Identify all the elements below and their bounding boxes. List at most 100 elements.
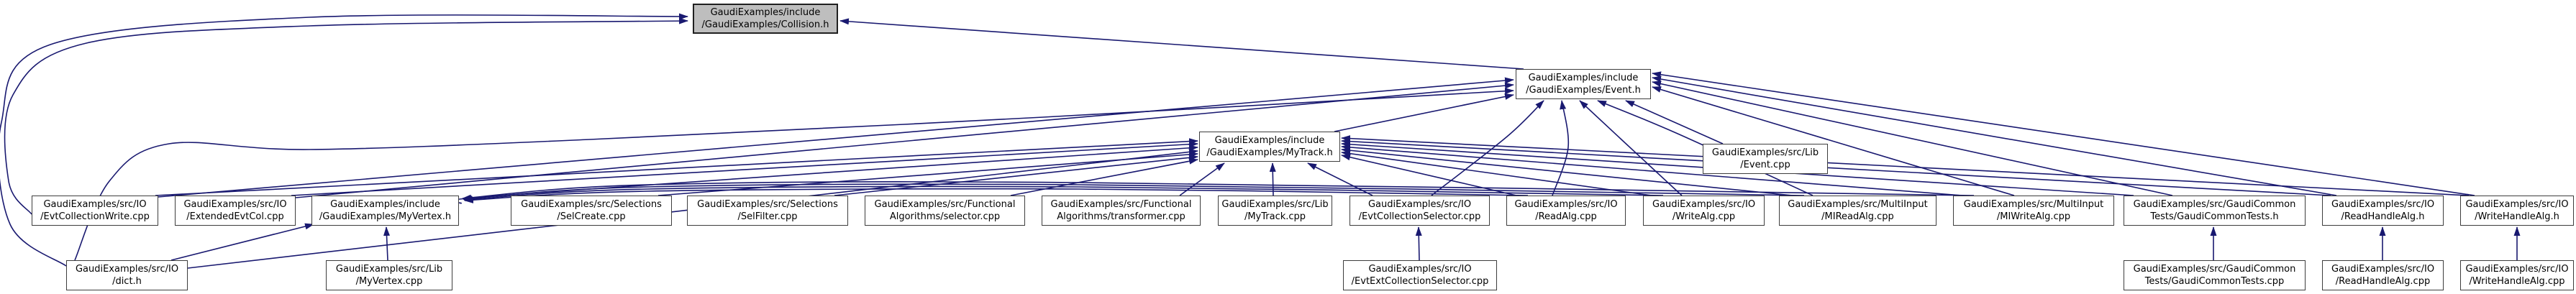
node-label-line2: /WriteHandleAlg.cpp bbox=[2469, 276, 2565, 287]
node-label-line2: /ExtendedEvtCol.cpp bbox=[186, 211, 284, 222]
node-label-line1: GaudiExamples/include bbox=[1528, 73, 1639, 83]
edge-selcreate-cpp-to-mytrack-h bbox=[657, 151, 1198, 196]
node-label-line1: GaudiExamples/src/Functional bbox=[1050, 199, 1192, 210]
node-label-line1: GaudiExamples/src/IO bbox=[43, 199, 147, 210]
node-label-line1: GaudiExamples/src/IO bbox=[1367, 199, 1472, 210]
node-label-line2: /MyVertex.cpp bbox=[355, 276, 423, 287]
edge-selector-cpp-to-mytrack-h bbox=[1010, 157, 1198, 196]
node-label-line1: GaudiExamples/src/IO bbox=[75, 264, 179, 275]
edge-event-h-to-collision-h bbox=[839, 18, 1524, 70]
node-evtcollectionwrite-cpp[interactable]: GaudiExamples/src/IO/EvtCollectionWrite.… bbox=[32, 196, 158, 226]
node-event-cpp[interactable]: GaudiExamples/src/Lib/Event.cpp bbox=[1703, 144, 1828, 174]
edge-gaudicommontests-h-to-event-h bbox=[1652, 81, 2173, 196]
node-label-line1: GaudiExamples/src/IO bbox=[2465, 264, 2569, 275]
node-label-line1: GaudiExamples/src/Lib bbox=[1711, 147, 1819, 158]
node-label-line1: GaudiExamples/src/IO bbox=[2465, 199, 2569, 210]
edge-writealg-cpp-to-event-h bbox=[1579, 100, 1683, 196]
node-label-line1: GaudiExamples/src/GaudiCommon bbox=[2133, 199, 2296, 210]
node-selfilter-cpp[interactable]: GaudiExamples/src/Selections/SelFilter.c… bbox=[687, 196, 848, 226]
node-mireadalg-cpp[interactable]: GaudiExamples/src/MultiInput/MIReadAlg.c… bbox=[1779, 196, 1936, 226]
node-label-line1: GaudiExamples/src/IO bbox=[2331, 199, 2435, 210]
node-extendedevtcol-cpp[interactable]: GaudiExamples/src/IO/ExtendedEvtCol.cpp bbox=[175, 196, 296, 226]
node-label-line2: /EvtExtCollectionSelector.cpp bbox=[1351, 276, 1489, 287]
node-label-line2: /MIReadAlg.cpp bbox=[1821, 211, 1894, 222]
node-writealg-cpp[interactable]: GaudiExamples/src/IO/WriteAlg.cpp bbox=[1643, 196, 1765, 226]
edge-transformer-cpp-to-mytrack-h bbox=[1179, 162, 1225, 196]
node-label-line2: /GaudiExamples/MyTrack.h bbox=[1206, 147, 1333, 158]
node-label-line1: GaudiExamples/src/MultiInput bbox=[1788, 199, 1928, 210]
node-label-line1: GaudiExamples/src/IO bbox=[2331, 264, 2435, 275]
edge-evtcollectionwrite-cpp-to-collision-h bbox=[4, 17, 688, 215]
node-label-line1: GaudiExamples/src/Lib bbox=[335, 264, 443, 275]
node-label-line2: /EvtCollectionSelector.cpp bbox=[1358, 211, 1481, 222]
edge-readalg-cpp-to-mytrack-h bbox=[1341, 154, 1517, 196]
node-selcreate-cpp[interactable]: GaudiExamples/src/Selections/SelCreate.c… bbox=[511, 196, 672, 226]
edge-dict-h-to-event-h bbox=[74, 88, 1514, 261]
node-label-line1: GaudiExamples/src/IO bbox=[183, 199, 287, 210]
node-label-line2: /WriteAlg.cpp bbox=[1672, 211, 1736, 222]
node-myvertex-cpp[interactable]: GaudiExamples/src/Lib/MyVertex.cpp bbox=[326, 260, 452, 290]
edge-selfilter-cpp-to-mytrack-h bbox=[834, 154, 1198, 196]
node-label-line1: GaudiExamples/src/MultiInput bbox=[1963, 199, 2104, 210]
edge-writealg-cpp-to-mytrack-h bbox=[1341, 150, 1652, 196]
node-writehandlealg-cpp[interactable]: GaudiExamples/src/IO/WriteHandleAlg.cpp bbox=[2460, 260, 2574, 290]
node-label-line2: /ReadAlg.cpp bbox=[1535, 211, 1597, 222]
node-label-line2: /dict.h bbox=[112, 276, 142, 287]
edge-evtcollectionwrite-cpp-to-mytrack-h bbox=[155, 138, 1198, 196]
node-myvertex-h[interactable]: GaudiExamples/include/GaudiExamples/MyVe… bbox=[311, 196, 459, 226]
node-mytrack-h[interactable]: GaudiExamples/include/GaudiExamples/MyTr… bbox=[1199, 132, 1340, 162]
node-readhandlealg-h[interactable]: GaudiExamples/src/IO/ReadHandleAlg.h bbox=[2322, 196, 2444, 226]
edge-readhandlealg-h-to-mytrack-h bbox=[1341, 138, 2331, 196]
edge-myvertex-cpp-to-myvertex-h bbox=[383, 226, 391, 261]
node-label-line2: /EvtCollectionWrite.cpp bbox=[40, 211, 150, 222]
edge-extendedevtcol-cpp-to-mytrack-h bbox=[291, 141, 1198, 196]
edge-dict-h-to-myvertex-h bbox=[170, 223, 314, 261]
node-label-line1: GaudiExamples/src/IO bbox=[1514, 199, 1618, 210]
node-event-h[interactable]: GaudiExamples/include/GaudiExamples/Even… bbox=[1516, 69, 1651, 99]
edge-evtcollectionselector-cpp-to-event-h bbox=[1431, 100, 1544, 196]
node-label-line2: /Event.cpp bbox=[1740, 160, 1790, 170]
node-label-line2: /SelCreate.cpp bbox=[557, 211, 626, 222]
node-label-line2: /MIWriteAlg.cpp bbox=[1996, 211, 2071, 222]
node-dict-h[interactable]: GaudiExamples/src/IO/dict.h bbox=[66, 260, 188, 290]
node-label-line2: /ReadHandleAlg.cpp bbox=[2335, 276, 2431, 287]
node-collision-h: GaudiExamples/include/GaudiExamples/Coll… bbox=[693, 4, 838, 34]
node-evtcollectionselector-cpp[interactable]: GaudiExamples/src/IO/EvtCollectionSelect… bbox=[1350, 196, 1490, 226]
edge-writehandlealg-h-to-mytrack-h bbox=[1341, 135, 2470, 196]
node-label-line2: /SelFilter.cpp bbox=[737, 211, 798, 222]
node-label-line1: GaudiExamples/src/Selections bbox=[521, 199, 662, 210]
node-label-line1: GaudiExamples/src/IO bbox=[1652, 199, 1756, 210]
node-label-line1: GaudiExamples/src/Functional bbox=[874, 199, 1016, 210]
node-label-line2: Algorithms/selector.cpp bbox=[889, 211, 1001, 222]
edge-miwritealg-cpp-to-mytrack-h bbox=[1341, 144, 1963, 196]
node-miwritealg-cpp[interactable]: GaudiExamples/src/MultiInput/MIWriteAlg.… bbox=[1953, 196, 2114, 226]
node-label-line1: GaudiExamples/include bbox=[710, 7, 821, 18]
node-label-line2: /MyTrack.cpp bbox=[1244, 211, 1306, 222]
edge-readalg-cpp-to-event-h bbox=[1552, 100, 1570, 196]
node-readhandlealg-cpp[interactable]: GaudiExamples/src/IO/ReadHandleAlg.cpp bbox=[2322, 260, 2444, 290]
edge-writehandlealg-h-to-event-h bbox=[1652, 71, 2475, 196]
edge-readhandlealg-h-to-event-h bbox=[1652, 75, 2337, 196]
node-label-line1: GaudiExamples/src/IO bbox=[1368, 264, 1472, 275]
edge-miwritealg-cpp-to-event-h bbox=[1652, 86, 2015, 196]
node-label-line2: /ReadHandleAlg.h bbox=[2341, 211, 2425, 222]
node-mytrack-cpp[interactable]: GaudiExamples/src/Lib/MyTrack.cpp bbox=[1218, 196, 1332, 226]
node-label-line2: /GaudiExamples/MyVertex.h bbox=[319, 211, 452, 222]
edge-dict-h-to-collision-h bbox=[0, 13, 688, 267]
node-label-line1: GaudiExamples/include bbox=[1214, 135, 1325, 146]
node-label-line2: Tests/GaudiCommonTests.h bbox=[2150, 211, 2279, 222]
node-readalg-cpp[interactable]: GaudiExamples/src/IO/ReadAlg.cpp bbox=[1506, 196, 1626, 226]
node-evtextcollectionselector-cpp[interactable]: GaudiExamples/src/IO/EvtExtCollectionSel… bbox=[1343, 260, 1497, 290]
node-label-line2: /GaudiExamples/Collision.h bbox=[701, 19, 829, 30]
node-label-line1: GaudiExamples/include bbox=[330, 199, 440, 210]
node-label-line2: /WriteHandleAlg.h bbox=[2475, 211, 2559, 222]
node-label-line1: GaudiExamples/src/Selections bbox=[697, 199, 838, 210]
node-label-line2: /GaudiExamples/Event.h bbox=[1526, 85, 1641, 96]
node-label-line1: GaudiExamples/src/GaudiCommon bbox=[2133, 264, 2296, 275]
edge-mytrack-h-to-event-h bbox=[1334, 93, 1514, 132]
node-writehandlealg-h[interactable]: GaudiExamples/src/IO/WriteHandleAlg.h bbox=[2460, 196, 2574, 226]
